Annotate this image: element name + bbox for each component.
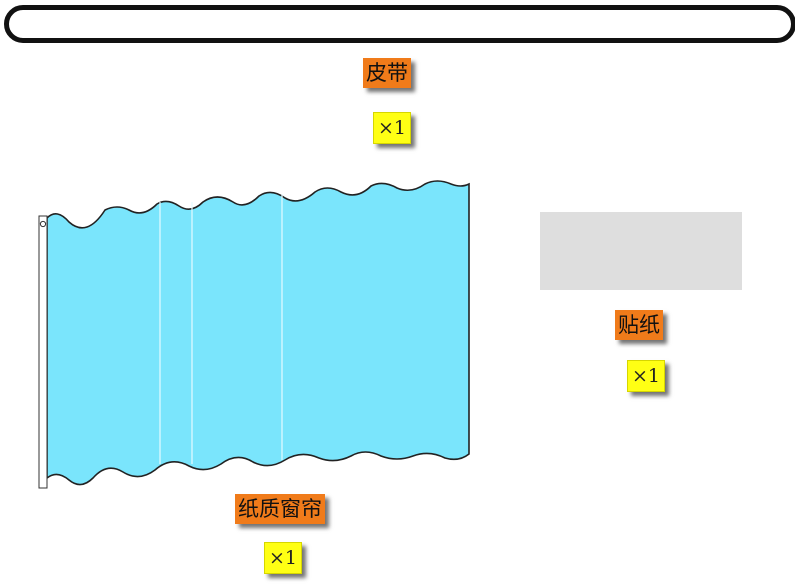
sticker-label: 贴纸	[615, 310, 663, 340]
belt-strap	[4, 5, 795, 43]
paper-curtain	[38, 180, 470, 489]
sticker-quantity: ×1	[627, 360, 666, 392]
curtain-rod-hole	[39, 220, 47, 228]
curtain-rod	[38, 215, 48, 489]
curtain-quantity: ×1	[264, 542, 303, 574]
curtain-body	[46, 180, 470, 486]
sticker-sheet	[540, 212, 742, 290]
curtain-label: 纸质窗帘	[235, 494, 325, 524]
belt-label: 皮带	[363, 58, 411, 88]
belt-quantity: ×1	[373, 112, 412, 144]
